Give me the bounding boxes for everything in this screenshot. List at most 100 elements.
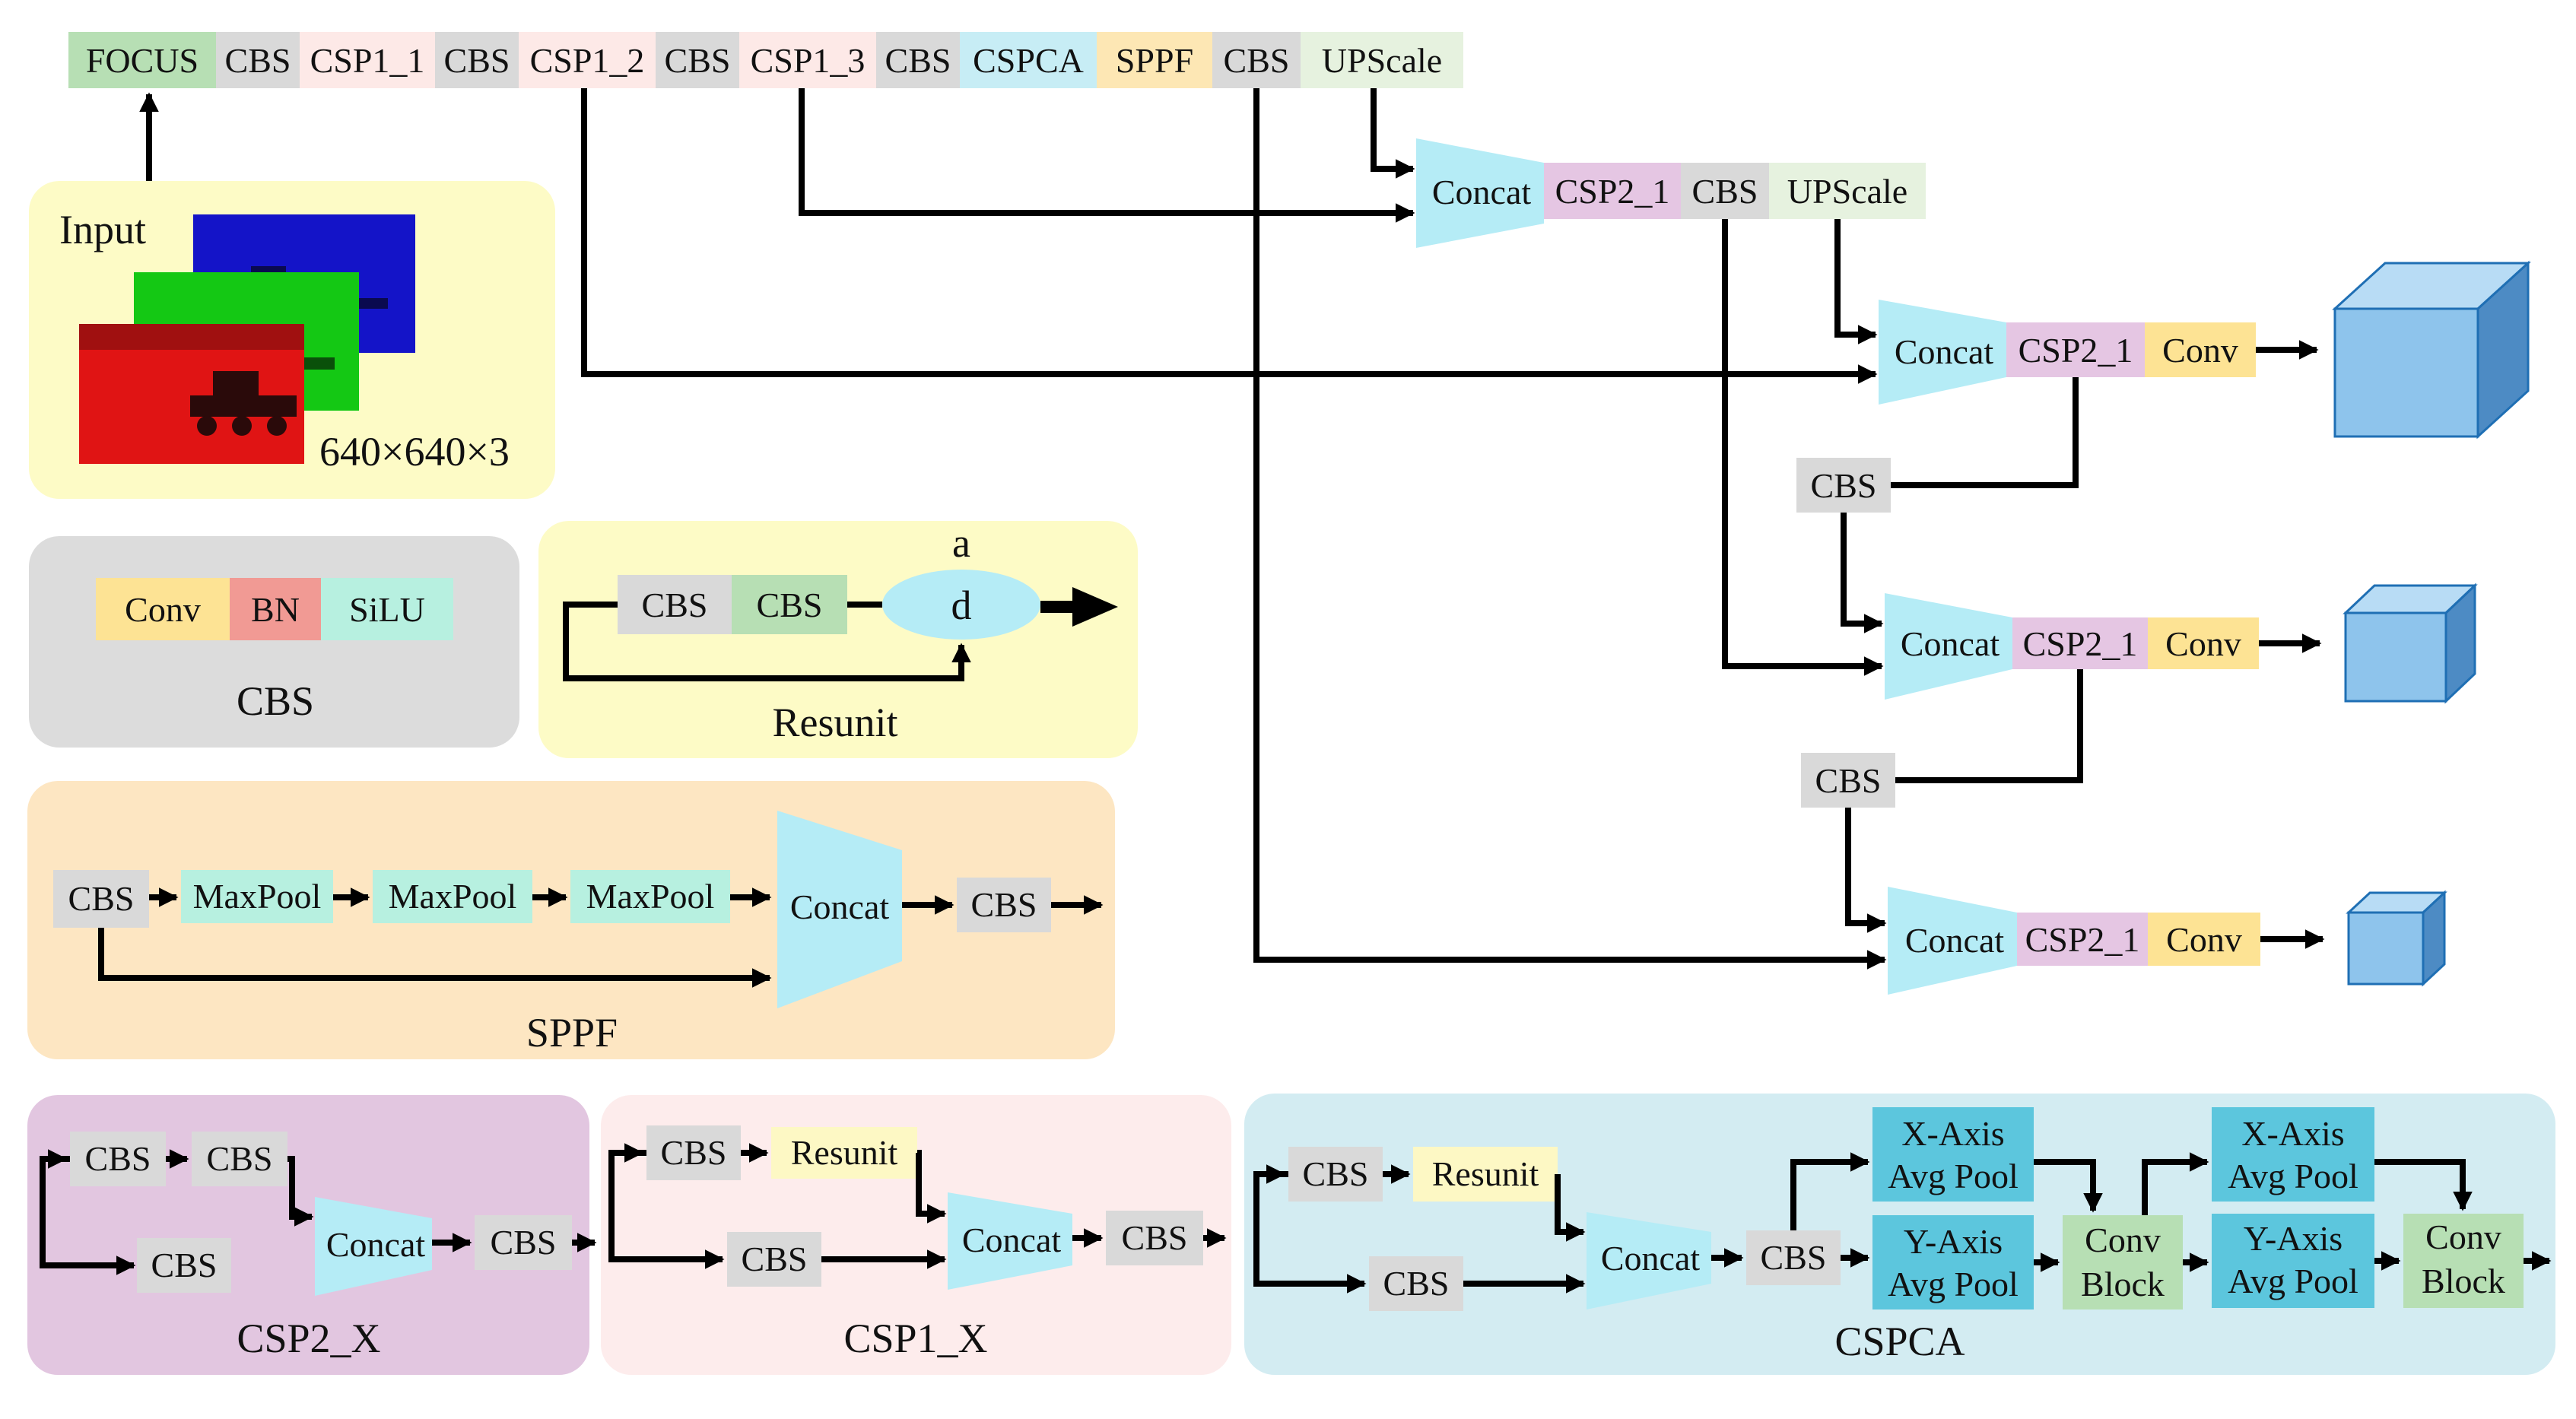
neck-concat-2[interactable] [1879,300,2006,405]
resunit-add-node[interactable] [882,570,1040,640]
neck-concat-3-label: Concat [1901,624,2000,663]
csp1-cbs-1-label: CBS [661,1133,727,1172]
neck-csp2-1-d[interactable] [2017,913,2148,966]
csp2-concat[interactable] [315,1197,432,1296]
csp2-cbs-3[interactable] [137,1238,231,1293]
upscale-label-top: UPScale [1322,41,1442,80]
resunit-cbs-1[interactable] [618,575,732,634]
neck-cbs-row1[interactable] [1681,163,1769,219]
neck-upscale-label: UPScale [1787,172,1907,211]
cbs-block-2[interactable] [435,32,519,88]
csp1-1-block[interactable] [300,32,435,88]
neck-conv-3[interactable] [2148,913,2260,966]
neck-csp2-1-b[interactable] [2006,322,2145,377]
csp1-resunit[interactable] [771,1127,917,1179]
neck-concat-4-label: Concat [1905,921,2005,960]
cbs-bn-block[interactable] [230,578,321,640]
csp1-cbs-2[interactable] [727,1232,821,1287]
cspca-concat[interactable] [1587,1212,1711,1309]
neck-upscale[interactable] [1769,163,1926,219]
sppf-cbs-out[interactable] [957,878,1051,932]
neck-csp2-1-c-label: CSP2_1 [2023,624,2138,663]
neck-conv-3-label: Conv [2166,920,2242,959]
csp1-cbs-2-label: CBS [742,1240,808,1278]
cbs-block-4[interactable] [876,32,960,88]
neck-cbs-side-2-label: CBS [1815,761,1882,800]
neck-concat-4[interactable] [1888,887,2017,995]
csp2-cbs-1[interactable] [70,1132,166,1186]
sppf-module: CBS MaxPool MaxPool MaxPool Concat CBS S… [53,811,1104,1056]
cspca-cbs-1[interactable] [1288,1147,1383,1202]
sppf-block[interactable] [1097,32,1212,88]
csp1-3-block[interactable] [739,32,876,88]
focus-label: FOCUS [86,41,199,80]
sppf-maxpool-2[interactable] [373,870,532,923]
cbs-conv-block[interactable] [96,578,230,640]
cbs-silu-label: SiLU [349,590,425,629]
neck-csp2-1-c[interactable] [2012,617,2148,669]
cspca-x-pool-1[interactable] [1872,1107,2034,1202]
sppf-concat-label: Concat [790,887,890,926]
neck-cbs-row1-label: CBS [1692,172,1758,211]
cbs-block-3[interactable] [656,32,739,88]
neck-conv-1[interactable] [2145,322,2256,377]
cspca-y-pool-2[interactable] [2212,1214,2374,1308]
sppf-cbs-in[interactable] [53,870,149,928]
cspca-resunit-label: Resunit [1432,1154,1539,1193]
cspca-cbs-3[interactable] [1746,1230,1841,1285]
cbs-block-5[interactable] [1212,32,1301,88]
input-size-label: 640×640×3 [319,429,510,475]
cspca-resunit[interactable] [1413,1147,1558,1202]
csp1-concat[interactable] [948,1192,1072,1290]
neck-cbs-side-2[interactable] [1801,753,1895,808]
cspca-concat-label: Concat [1601,1239,1701,1278]
neck-csp2-1-a[interactable] [1544,163,1681,219]
csp2-cbs-2[interactable] [192,1132,287,1186]
cspca-y-pool-1-line2: Avg Pool [1888,1265,2019,1303]
upscale-block-top[interactable] [1301,32,1463,88]
neck-concat-3[interactable] [1885,593,2012,700]
cbs-label-5: CBS [1224,41,1290,80]
neck-cbs-side-1[interactable] [1796,458,1891,513]
csp2-cbs-3-label: CBS [151,1246,218,1284]
sppf-maxpool-3-label: MaxPool [586,877,715,916]
cspca-cbs-2[interactable] [1369,1256,1463,1311]
sppf-maxpool-3[interactable] [570,870,730,923]
sppf-module-title: SPPF [526,1010,618,1056]
neck-concat-1[interactable] [1416,138,1544,248]
resunit-cbs-2-label: CBS [757,586,823,624]
focus-block[interactable] [68,32,216,88]
csp1-1-label: CSP1_1 [310,41,425,80]
cspca-x-pool-2[interactable] [2212,1107,2374,1202]
neck-conv-2[interactable] [2148,617,2259,669]
cspca-conv-block-1[interactable] [2063,1215,2183,1309]
csp1-2-block[interactable] [519,32,656,88]
neck-concat-1-label: Concat [1432,173,1532,211]
csp1-2-label: CSP1_2 [530,41,645,80]
cspca-block[interactable] [960,32,1097,88]
cbs-silu-block[interactable] [321,578,453,640]
cspca-x-pool-1-line2: Avg Pool [1888,1157,2019,1195]
cspca-y-pool-1-line1: Y-Axis [1904,1222,2003,1261]
neck-csp2-1-b-label: CSP2_1 [2019,331,2133,370]
sppf-concat[interactable] [777,811,902,1008]
cspca-y-pool-1[interactable] [1872,1215,2034,1309]
sppf-maxpool-1[interactable] [181,870,333,923]
resunit-module-title: Resunit [772,700,897,745]
csp1-cbs-3[interactable] [1106,1211,1203,1265]
cbs-label-4: CBS [885,41,951,80]
neck: Concat CSP2_1 CBS UPScale Concat CSP2_1 … [1416,138,2260,995]
cbs-bn-label: BN [251,590,300,629]
csp1-cbs-1[interactable] [646,1125,741,1180]
cspca-conv-block-2[interactable] [2403,1214,2524,1308]
resunit-cbs-2[interactable] [732,575,847,634]
csp2-cbs-4[interactable] [475,1215,572,1270]
csp1-module: CBS Resunit CBS Concat CBS CSP1_X [608,1125,1227,1361]
cbs-label-2: CBS [444,41,510,80]
resunit-add-top-label: a [952,520,970,566]
cbs-block-1[interactable] [216,32,300,88]
csp1-resunit-label: Resunit [791,1133,898,1172]
neck-concat-2-label: Concat [1895,332,1994,371]
cspca-conv-block-1-line1: Conv [2085,1221,2161,1259]
